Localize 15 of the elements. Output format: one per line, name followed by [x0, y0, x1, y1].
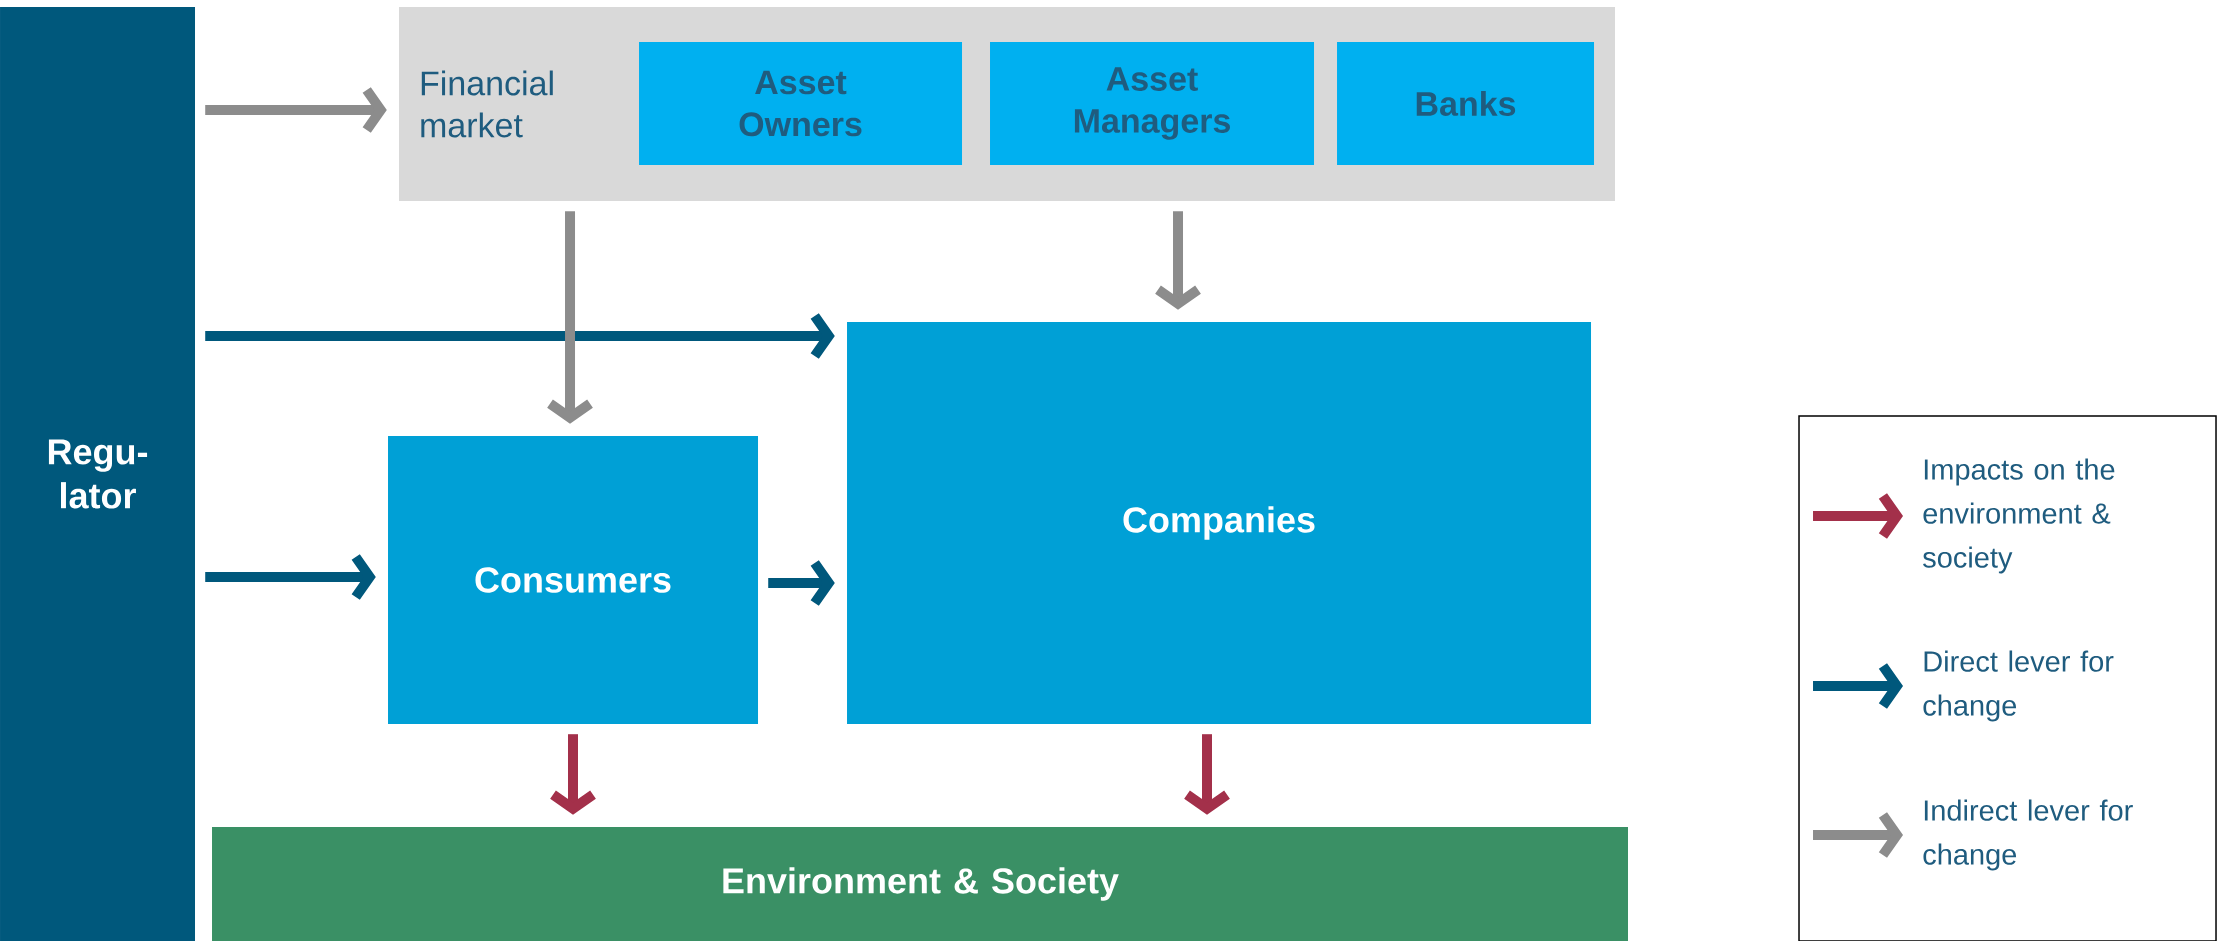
arrow	[205, 87, 387, 133]
legend-text: Impacts on the environment & society	[1923, 458, 2115, 574]
band: Environment & Society	[212, 827, 1628, 941]
process-box: Banks	[1337, 42, 1594, 165]
process-box: Asset Managers	[990, 42, 1314, 165]
side-bar: Regu- lator	[0, 7, 195, 941]
legend-text: Direct lever for change	[1923, 650, 2114, 722]
process-box: Consumers	[388, 436, 758, 724]
arrow	[1155, 211, 1201, 310]
process-box: Companies	[847, 322, 1591, 724]
arrow	[205, 313, 835, 359]
arrow	[547, 211, 593, 424]
legend-text: Indirect lever for change	[1923, 799, 2133, 871]
process-box: Asset Owners	[639, 42, 962, 165]
arrow	[205, 554, 376, 600]
